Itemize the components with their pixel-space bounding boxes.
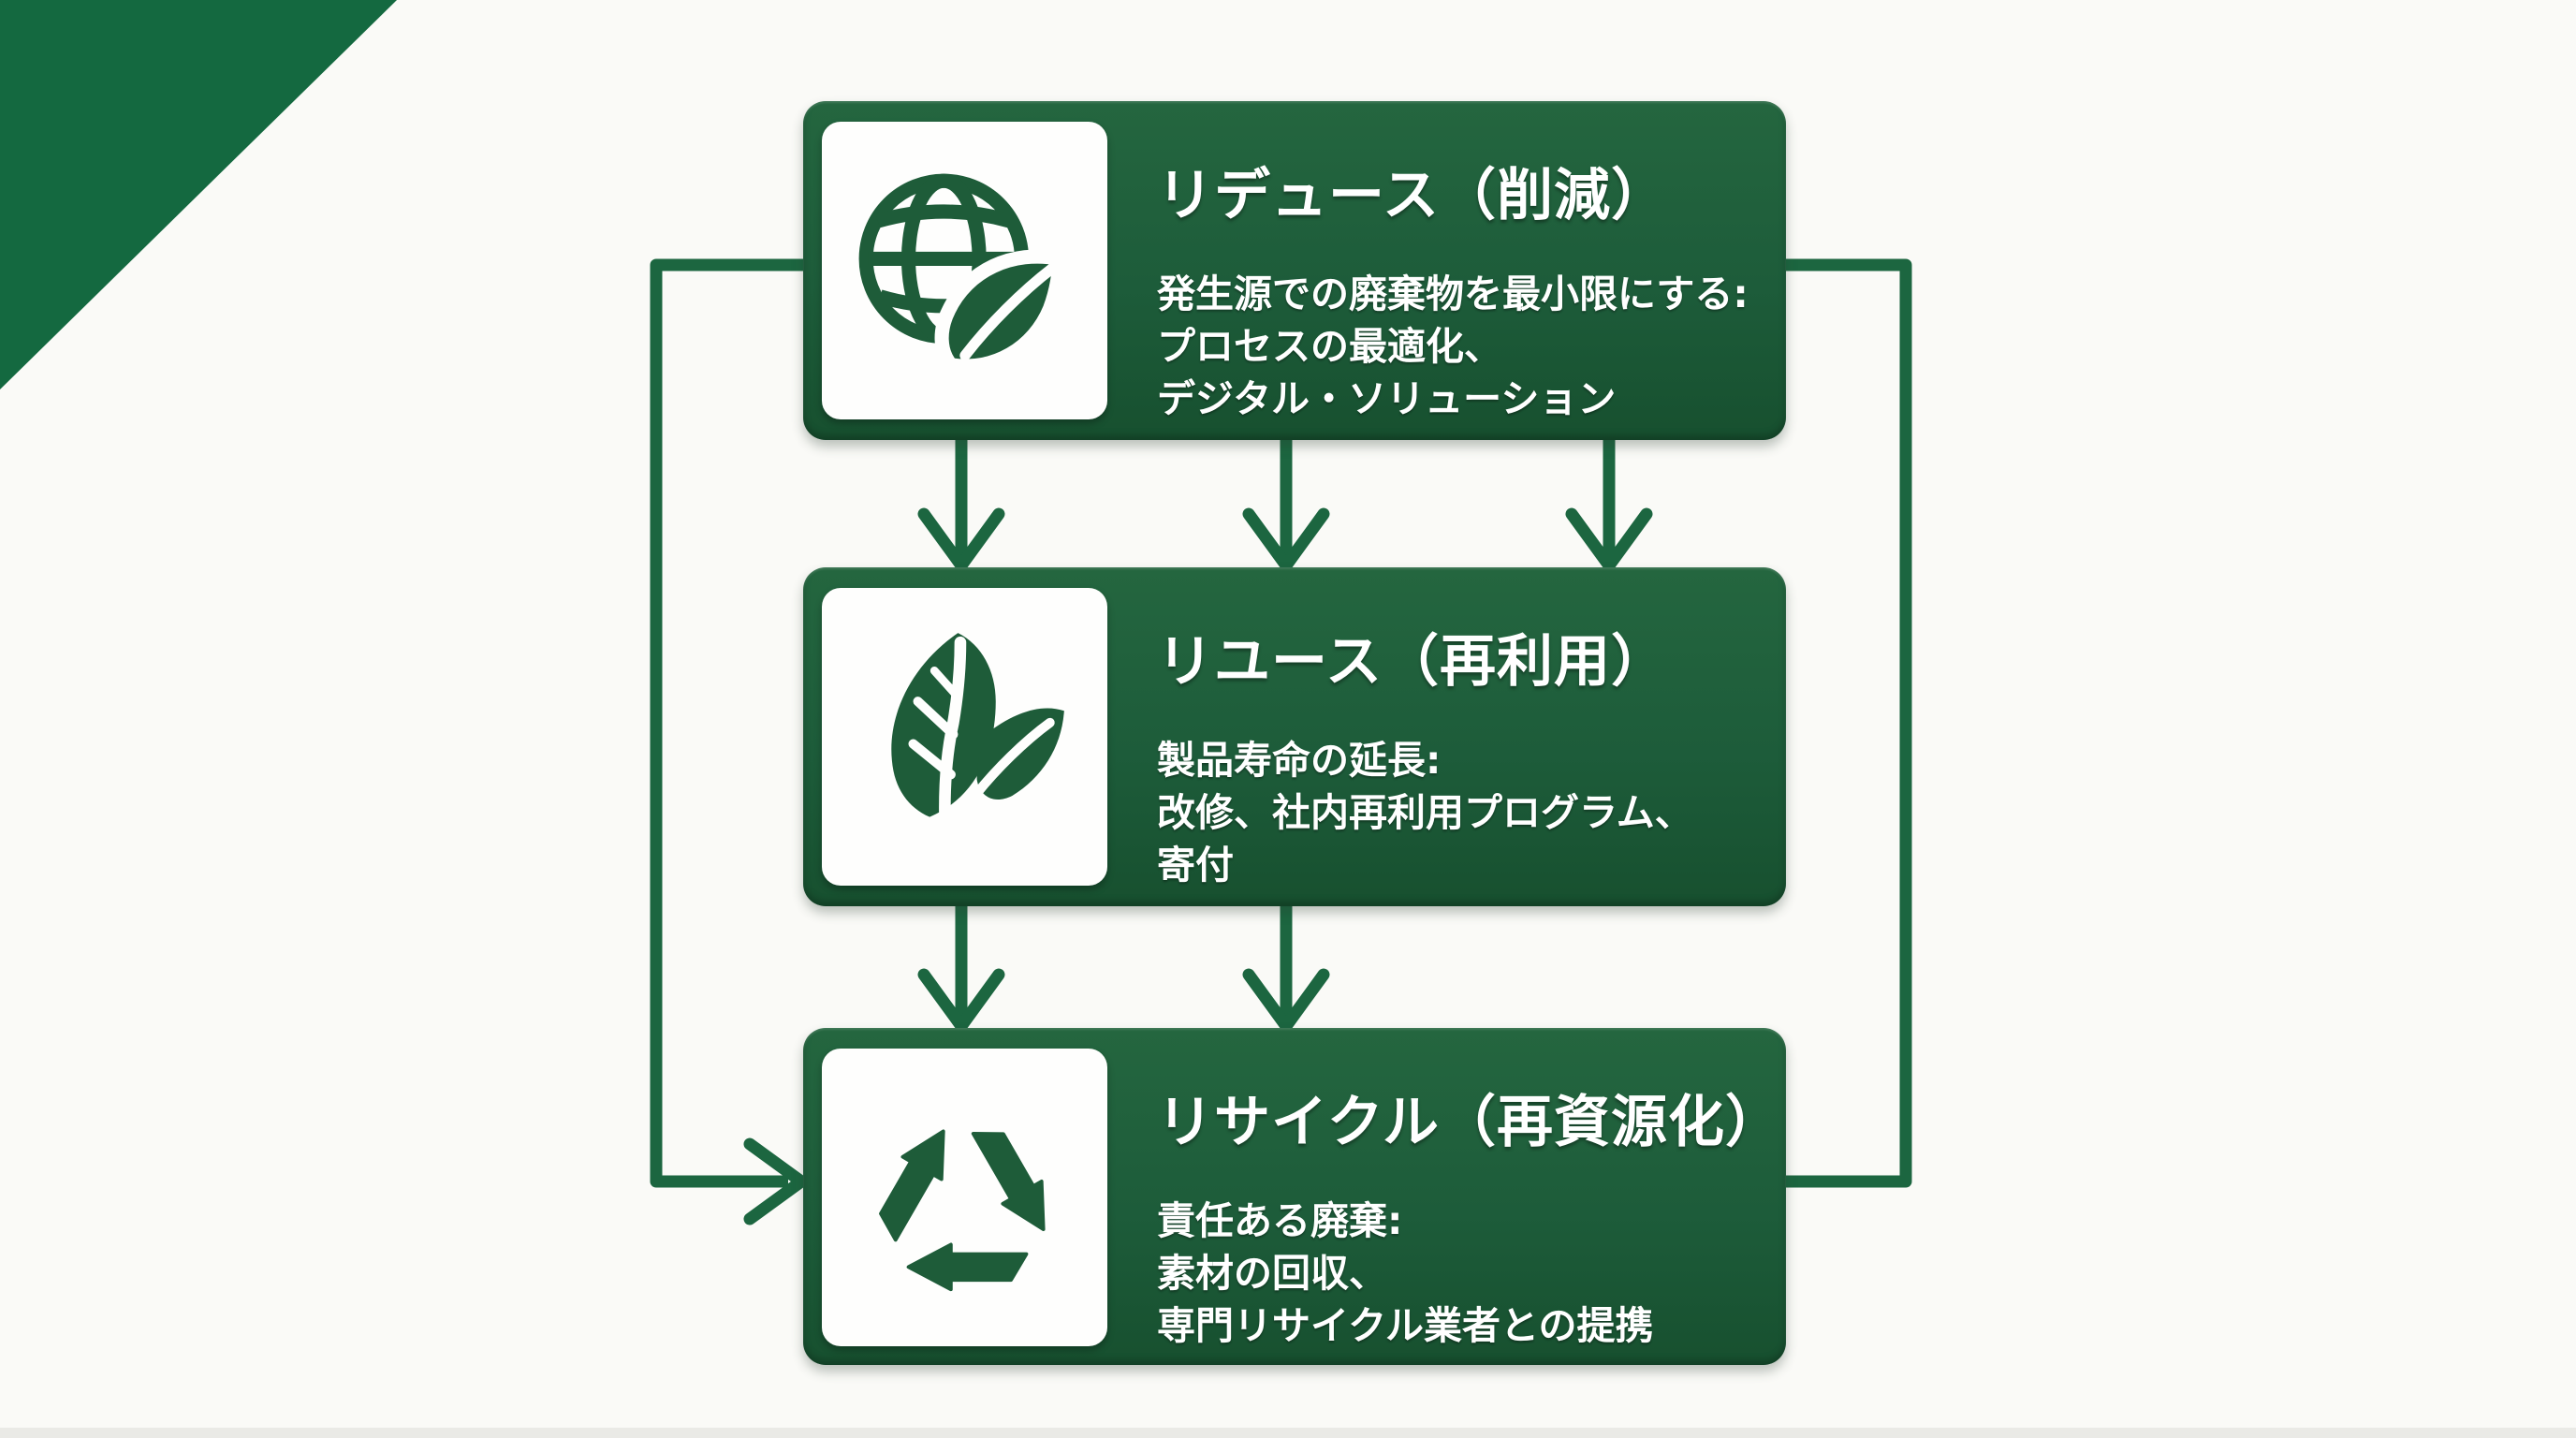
right-loop-line (1786, 258, 1912, 1188)
reduce-line-3: デジタル・ソリューション (1157, 376, 1617, 421)
stage-box-reduce: リデュース（削減） 発生源での廃棄物を最小限にする: プロセスの最適化、 デジタ… (803, 101, 1786, 440)
recycle-line-3: 専門リサイクル業者との提携 (1157, 1303, 1654, 1348)
stage-box-recycle: リサイクル（再資源化） 責任ある廃棄: 素材の回収、 専門リサイクル業者との提携 (803, 1028, 1786, 1365)
reduce-title: リデュース（削減） (1157, 163, 1668, 228)
globe-leaf-icon (858, 173, 1066, 374)
arrow-reduce-to-reuse-1 (917, 438, 1005, 572)
left-loop-arrowhead (743, 1137, 808, 1225)
recycle-icon (878, 1129, 1046, 1292)
reuse-description: 製品寿命の延長: 改修、社内再利用プログラム、 寄付 (1157, 734, 1693, 891)
recycle-line-2: 素材の回収、 (1157, 1251, 1387, 1296)
reuse-line-3: 寄付 (1157, 843, 1234, 888)
recycle-title: リサイクル（再資源化） (1157, 1090, 1782, 1155)
leaf-sprig-icon (890, 633, 1064, 854)
arrow-reuse-to-recycle-1 (917, 904, 1005, 1033)
reduce-icon-plate (822, 122, 1107, 419)
reduce-line-1: 発生源での廃棄物を最小限にする: (1157, 271, 1749, 316)
corner-triangle-decoration (0, 0, 397, 389)
recycle-description: 責任ある廃棄: 素材の回収、 専門リサイクル業者との提携 (1157, 1195, 1654, 1352)
arrow-reduce-to-reuse-3 (1565, 438, 1653, 572)
recycle-line-1: 責任ある廃棄: (1157, 1198, 1403, 1243)
reduce-line-2: プロセスの最適化、 (1157, 324, 1502, 369)
reuse-title: リユース（再利用） (1157, 629, 1668, 695)
arrow-reuse-to-recycle-2 (1242, 904, 1330, 1033)
left-loop-line (650, 258, 803, 1188)
reuse-line-1: 製品寿命の延長: (1157, 738, 1442, 783)
stage-box-reuse: リユース（再利用） 製品寿命の延長: 改修、社内再利用プログラム、 寄付 (803, 567, 1786, 906)
bottom-edge-strip (0, 1428, 2576, 1438)
reuse-icon-plate (822, 588, 1107, 886)
recycle-icon-plate (822, 1049, 1107, 1346)
reduce-description: 発生源での廃棄物を最小限にする: プロセスの最適化、 デジタル・ソリューション (1157, 268, 1749, 425)
arrow-reduce-to-reuse-2 (1242, 438, 1330, 572)
reuse-line-2: 改修、社内再利用プログラム、 (1157, 790, 1693, 835)
